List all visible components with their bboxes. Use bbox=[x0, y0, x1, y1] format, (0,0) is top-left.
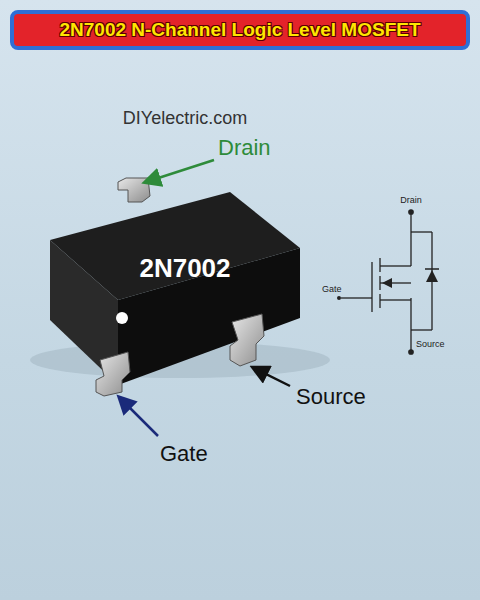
source-pin bbox=[230, 314, 264, 366]
chip-front bbox=[118, 248, 300, 385]
drain-leader bbox=[146, 160, 214, 182]
terminal-name: Drain bbox=[400, 195, 422, 205]
pin1-dot bbox=[116, 312, 128, 324]
terminal-name: Gate bbox=[322, 284, 342, 294]
mosfet-symbol bbox=[341, 210, 432, 354]
title-text: 2N7002 N-Channel Logic Level MOSFET bbox=[59, 19, 420, 41]
website: DIYelectric.com bbox=[123, 108, 247, 129]
source-leader bbox=[254, 368, 290, 386]
part-number: 2N7002 bbox=[139, 253, 230, 283]
title-banner: 2N7002 N-Channel Logic Level MOSFET bbox=[10, 10, 470, 50]
pin-name: Gate bbox=[160, 441, 208, 467]
gate-pin bbox=[96, 352, 130, 396]
pin-name: Drain bbox=[218, 135, 271, 161]
drain-pin bbox=[118, 178, 150, 202]
terminal-name: Source bbox=[416, 339, 445, 349]
pin-name: Source bbox=[296, 384, 366, 410]
gate-leader bbox=[120, 398, 158, 436]
chip-marking: 2N7002 bbox=[139, 253, 230, 284]
